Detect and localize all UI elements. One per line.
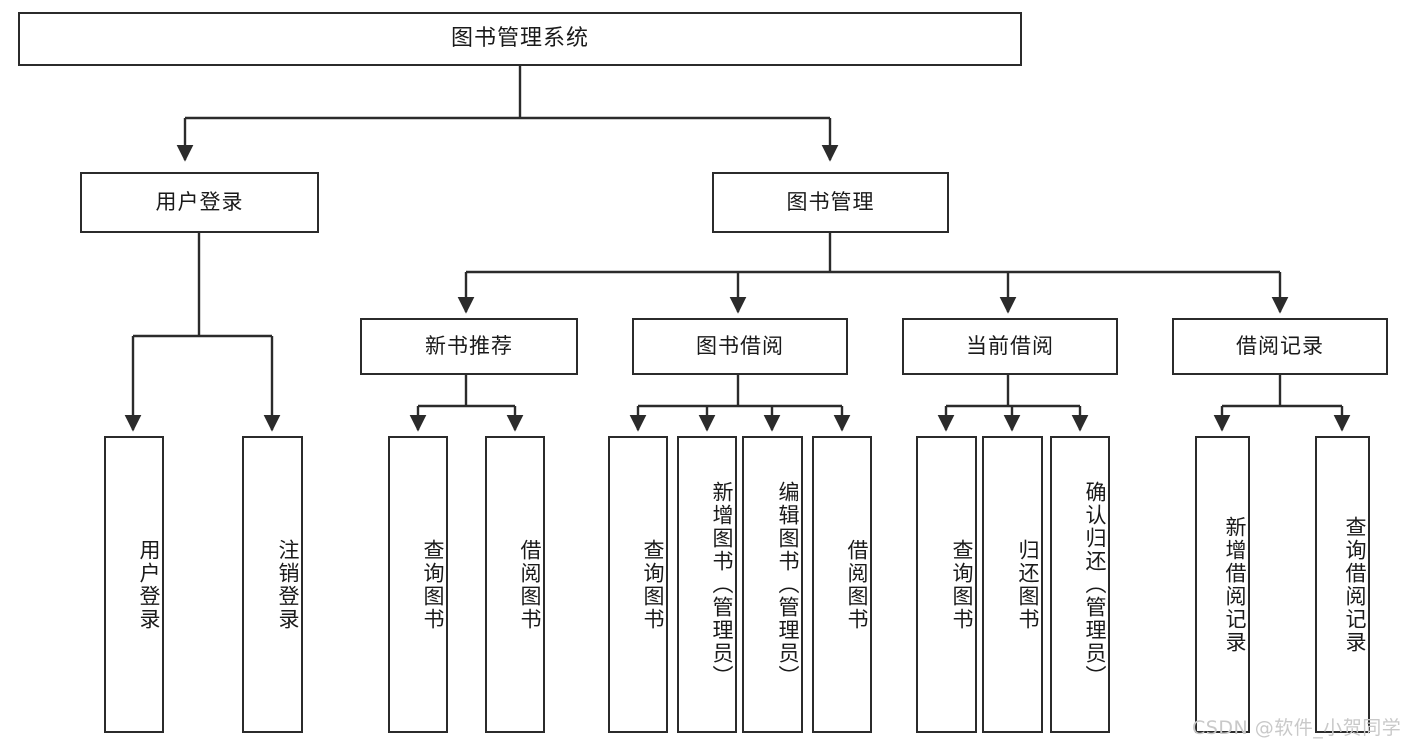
node-book-manage-label: 图书管理 [786,189,875,214]
node-book-manage[interactable]: 图书管理 [712,172,949,233]
node-leaf-add-book-label: 新增图书（管理员） [710,481,734,688]
node-leaf-borrow-book-1[interactable]: 借阅图书 [485,436,545,733]
node-leaf-borrow-book-2-label: 借阅图书 [845,538,869,631]
node-borrow-record[interactable]: 借阅记录 [1172,318,1388,375]
node-leaf-query-record-label: 查询借阅记录 [1343,515,1367,654]
node-leaf-query-record[interactable]: 查询借阅记录 [1315,436,1370,733]
node-root-label: 图书管理系统 [450,25,589,51]
node-leaf-user-login-label: 用户登录 [137,538,161,631]
node-new-book-recommend[interactable]: 新书推荐 [360,318,578,375]
node-leaf-return-book-label: 归还图书 [1016,538,1040,631]
node-book-borrow-label: 图书借阅 [696,333,784,358]
csdn-watermark: CSDN @软件_小贺同学 [1192,717,1402,739]
node-leaf-logout[interactable]: 注销登录 [242,436,303,733]
node-leaf-query-book-1[interactable]: 查询图书 [388,436,448,733]
node-current-borrow[interactable]: 当前借阅 [902,318,1118,375]
node-leaf-add-record[interactable]: 新增借阅记录 [1195,436,1250,733]
node-leaf-add-book[interactable]: 新增图书（管理员） [677,436,737,733]
node-root[interactable]: 图书管理系统 [18,12,1022,66]
node-leaf-return-book[interactable]: 归还图书 [982,436,1043,733]
node-user-login[interactable]: 用户登录 [80,172,319,233]
node-leaf-borrow-book-2[interactable]: 借阅图书 [812,436,872,733]
node-leaf-edit-book-label: 编辑图书（管理员） [776,481,800,688]
node-leaf-logout-label: 注销登录 [276,538,300,631]
node-book-borrow[interactable]: 图书借阅 [632,318,848,375]
node-leaf-confirm-return-label: 确认归还（管理员） [1083,481,1107,688]
node-leaf-user-login[interactable]: 用户登录 [104,436,164,733]
node-user-login-label: 用户登录 [155,189,244,214]
node-leaf-add-record-label: 新增借阅记录 [1223,515,1247,654]
node-current-borrow-label: 当前借阅 [966,333,1054,358]
node-borrow-record-label: 借阅记录 [1236,333,1324,358]
node-leaf-query-book-3[interactable]: 查询图书 [916,436,977,733]
node-leaf-confirm-return[interactable]: 确认归还（管理员） [1050,436,1110,733]
node-leaf-borrow-book-1-label: 借阅图书 [518,538,542,631]
node-leaf-query-book-1-label: 查询图书 [421,538,445,631]
node-leaf-query-book-2-label: 查询图书 [641,538,665,631]
node-leaf-edit-book[interactable]: 编辑图书（管理员） [742,436,803,733]
node-leaf-query-book-2[interactable]: 查询图书 [608,436,668,733]
node-leaf-query-book-3-label: 查询图书 [950,538,974,631]
node-new-book-recommend-label: 新书推荐 [425,333,513,358]
